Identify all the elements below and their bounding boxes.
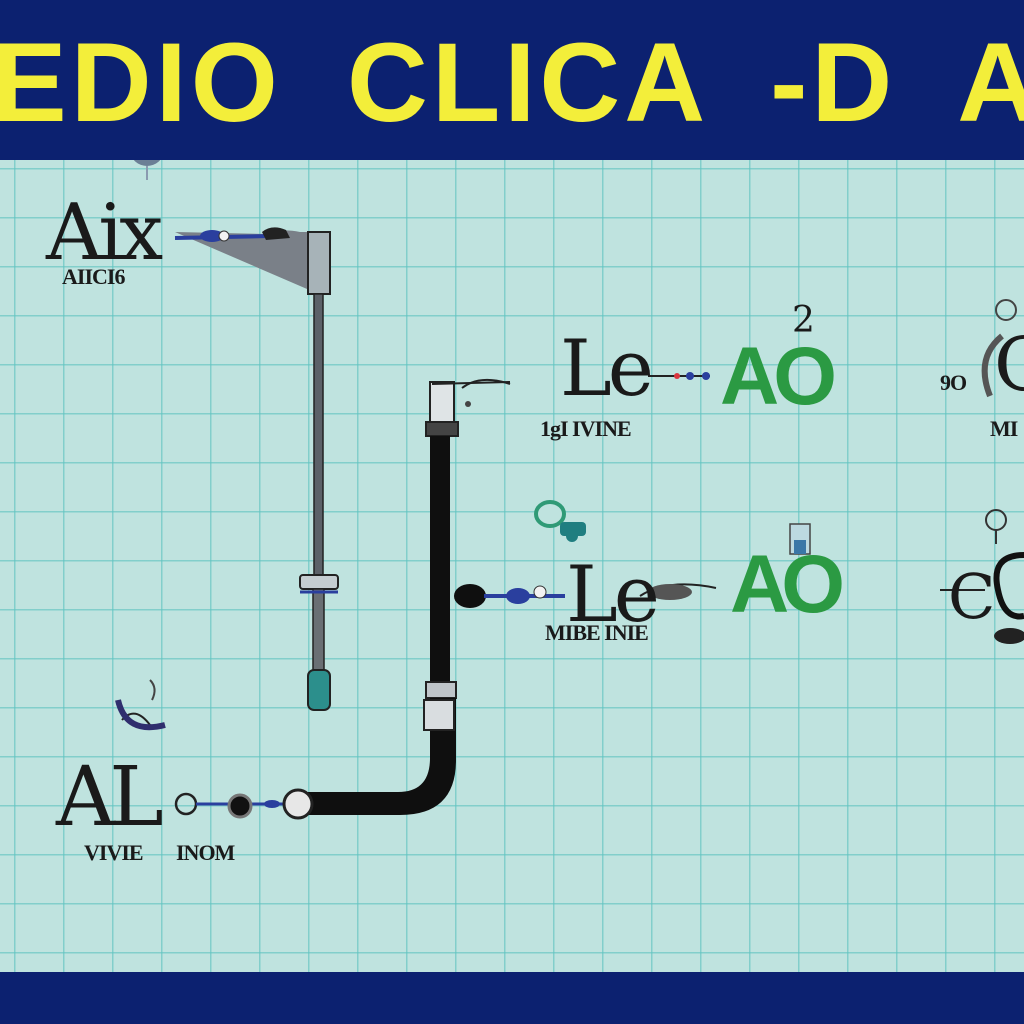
node-sup-mid-upper: 2: [792, 300, 815, 341]
node-sublabel-bottom-left-b: INOM: [176, 840, 235, 865]
arrow-connector-lower: [639, 583, 717, 600]
node-sublabel-bottom-left-a: VIVIE: [84, 840, 144, 865]
main-pipe: [300, 381, 459, 815]
node-label-bottom-left: AL: [56, 750, 164, 845]
valve-connector-upper: [431, 378, 511, 407]
node-sublabel-top-left: AIICI6: [62, 264, 125, 289]
node-green-mid-lower: AO: [730, 539, 845, 630]
node-label-right-upper: O: [994, 322, 1024, 408]
node-sublabel-mid-lower: MIBE INIE: [545, 620, 649, 645]
thin-tube: [175, 230, 339, 711]
node-label-top-left: Aix: [46, 188, 163, 278]
node-sublabel-mid-upper: 1gI IVINE: [540, 416, 632, 441]
flask-icon: [789, 523, 811, 555]
node-green-mid-upper: AO: [720, 331, 837, 422]
node-label-mid-lower: Le: [566, 550, 660, 640]
valve-connector-lower: [454, 584, 565, 608]
node-label-mid-upper: Le: [560, 324, 654, 414]
footer-banner: [0, 972, 1024, 1024]
header-banner: EDIO CLICA -D ADE: [0, 0, 1024, 160]
hook-icon: [133, 160, 161, 180]
page-title: EDIO CLICA -D ADE: [0, 28, 1024, 138]
diagram-board: Aix AIICI6 Le 2 AO 1gI IVINE Le AO MIBE …: [0, 160, 1024, 972]
right-ornament-upper: [981, 299, 1017, 398]
arrow-connector-upper: [648, 372, 710, 380]
node-label-right-lower: C: [948, 560, 996, 633]
pen-icon: [115, 679, 166, 731]
teal-ornament-icon: [534, 500, 586, 542]
valve-connector-top: [174, 227, 290, 242]
pipe-diagram: [115, 160, 1024, 820]
node-sublabel-right-upper-a: 9O: [940, 370, 967, 395]
right-ornament-lower: [940, 509, 1024, 644]
node-sublabel-right-upper-b: MI: [990, 416, 1018, 441]
valve-connector-bottom: [174, 788, 314, 820]
